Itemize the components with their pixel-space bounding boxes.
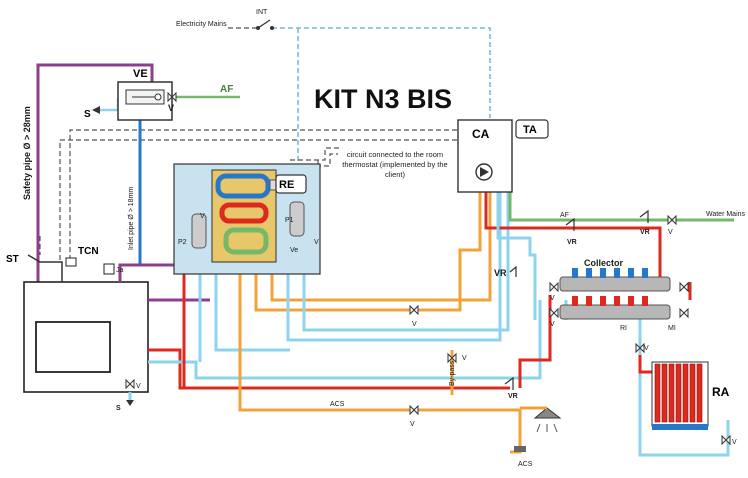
v-label-acs: V [410,421,415,428]
v-label-boiler: V [136,383,141,390]
heat-exchanger-unit [173,163,321,275]
ve-label: VE [133,68,148,80]
vr-label-4: VR [508,393,518,400]
s-label-top: S [84,109,91,120]
water-mains-label: Water Mains [706,211,746,218]
v-label-ve: V [168,103,174,113]
mi-label: MI [668,325,676,332]
ja-label: Ja [116,267,124,274]
ca-unit [457,119,513,193]
vr-label-3: VR [494,268,507,278]
ca-label: CA [472,127,490,141]
tcn-label: TCN [78,246,99,257]
radiator [651,361,709,430]
p1-label: P1 [285,217,294,224]
st-line [27,254,63,282]
ta-box [515,119,549,139]
v-label-re-left: V [200,213,205,220]
shower-icon [520,406,562,433]
re-label: RE [279,179,294,191]
ta-label: TA [523,124,537,136]
safety-pipe-label: Safety pipe Ø > 28mm [22,106,32,200]
ra-label: RA [712,385,730,399]
check-valves [504,209,649,390]
valve-icon [125,378,135,390]
expansion-vessel [117,81,173,121]
int-label: INT [256,9,268,16]
v-label-rad-bottom: V [732,439,737,446]
int-switch-icon [256,19,274,30]
electricity-mains-label: Electricity Mains [176,21,227,28]
st-label: ST [6,254,19,265]
ve-small-label: Ve [290,247,298,254]
acs-label-pipe: ACS [330,401,345,408]
vr-label-2: VR [640,229,650,236]
af-label-right: AF [560,212,569,219]
af-label-top: AF [220,84,233,95]
ca-collector-pipes [484,190,734,457]
v-label-bypass: V [462,355,467,362]
valves [409,214,731,446]
collector-manifold [559,268,671,320]
ri-label: RI [620,325,627,332]
v-label-orange-1: V [412,321,417,328]
vr-label-1: VR [567,239,577,246]
v-label-coll-1: V [550,295,555,302]
v-label-re-right: V [314,239,319,246]
valve-icon [167,91,177,103]
exchanger-pipes [182,190,522,440]
v-label-coll-2: V [550,321,555,328]
v-label-wm: V [668,229,673,236]
inlet-pipe-label: Inlet pipe Ø > 18mm [128,187,135,250]
diagram-title: KIT N3 BIS [314,84,452,114]
tap-icon [510,440,526,454]
acs-label-tap: ACS [518,461,533,468]
bypass-label: By-pass [449,360,456,386]
circuit-note: circuit connected to the room thermostat… [342,150,448,179]
boiler [23,257,149,393]
s-label-boiler: S [116,405,121,412]
v-label-rad-top: V [644,345,649,352]
collector-label: Collector [584,258,624,268]
circuit-note-box: circuit connected to the room thermostat… [342,150,448,179]
s-drain-ve [100,98,120,112]
p2-label: P2 [178,239,187,246]
